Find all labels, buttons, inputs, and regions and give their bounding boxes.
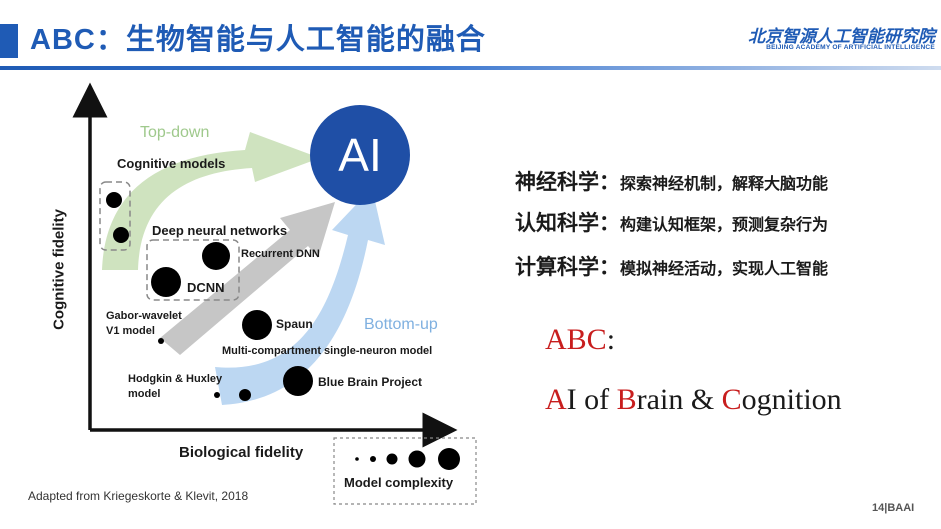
abc-rest-c: ognition bbox=[741, 383, 842, 416]
deep-neural-networks-label: Deep neural networks bbox=[152, 223, 288, 238]
abc-rest-b: rain & bbox=[636, 383, 722, 416]
multi-compartment-label: Multi-compartment single-neuron model bbox=[222, 345, 433, 357]
complexity-dot bbox=[408, 450, 426, 468]
fidelity-diagram: AI Top-down Bottom-up Cognitive models D… bbox=[0, 70, 520, 529]
hodgkin-dot bbox=[214, 392, 220, 398]
spaun-label: Spaun bbox=[276, 317, 313, 331]
abc-rest-a: I of bbox=[566, 383, 617, 416]
recurrent-dnn-dot bbox=[202, 242, 230, 270]
model-complexity-box bbox=[333, 437, 477, 505]
slide-title: ABC：生物智能与人工智能的融合 bbox=[30, 24, 486, 56]
science-row-neuro: 神经科学：探索神经机制，解释大脑功能 bbox=[515, 167, 828, 197]
blue-brain-dot bbox=[283, 366, 313, 396]
top-down-label: Top-down bbox=[140, 124, 210, 141]
top-down-arrow bbox=[102, 132, 320, 270]
science-name: 认知科学： bbox=[515, 210, 620, 235]
citation: Adapted from Kriegeskorte & Klevit, 2018 bbox=[28, 489, 249, 503]
abc-expansion: AI of Brain & Cognition bbox=[545, 383, 842, 417]
dnn-group bbox=[146, 239, 240, 301]
abc-letter-c: C bbox=[721, 383, 742, 416]
abc-letter-b: B bbox=[616, 383, 637, 416]
recurrent-dnn-label: Recurrent DNN bbox=[241, 248, 320, 260]
bottom-up-arrow bbox=[215, 188, 385, 405]
science-desc: 构建认知框架，预测复杂行为 bbox=[620, 215, 829, 234]
complexity-dot bbox=[386, 453, 398, 465]
gray-arrow bbox=[160, 202, 335, 355]
header-divider bbox=[0, 66, 941, 70]
page-number: 14|BAAI bbox=[872, 502, 915, 514]
cognitive-models-label: Cognitive models bbox=[117, 156, 226, 171]
hodgkin-label-line1: Hodgkin & Huxley bbox=[128, 373, 223, 385]
bottom-up-label: Bottom-up bbox=[364, 316, 438, 333]
science-desc: 模拟神经活动，实现人工智能 bbox=[620, 259, 829, 278]
title-accent-bar bbox=[0, 24, 18, 58]
multi-compartment-dot bbox=[239, 389, 251, 401]
science-name: 神经科学： bbox=[515, 169, 620, 194]
gabor-label-line1: Gabor-wavelet bbox=[106, 310, 182, 322]
complexity-dot bbox=[438, 448, 460, 470]
blue-brain-label: Blue Brain Project bbox=[318, 375, 423, 389]
x-axis-label: Biological fidelity bbox=[179, 444, 304, 461]
baai-logo: 北京智源人工智能研究院 BEIJING ACADEMY OF ARTIFICIA… bbox=[745, 22, 935, 62]
gabor-label-line2: V1 model bbox=[106, 325, 155, 337]
cognitive-model-dot bbox=[113, 227, 129, 243]
science-desc: 探索神经机制，解释大脑功能 bbox=[620, 174, 829, 193]
y-axis-label: Cognitive fidelity bbox=[50, 209, 68, 330]
cognitive-model-dot bbox=[106, 192, 122, 208]
ai-circle bbox=[310, 105, 410, 205]
logo-name-cn: 北京智源人工智能研究院 bbox=[748, 27, 935, 46]
abc-heading-colon: : bbox=[606, 323, 616, 356]
gabor-dot bbox=[158, 338, 164, 344]
dcnn-dot bbox=[151, 267, 181, 297]
complexity-dot bbox=[355, 457, 359, 461]
logo-name-en: BEIJING ACADEMY OF ARTIFICIAL INTELLIGEN… bbox=[766, 44, 935, 51]
science-name: 计算科学： bbox=[515, 254, 620, 279]
dcnn-label: DCNN bbox=[187, 280, 225, 295]
cognitive-models-group bbox=[99, 181, 131, 251]
abc-letter-a: A bbox=[545, 383, 567, 416]
abc-heading-text: ABC bbox=[545, 323, 607, 356]
hodgkin-label-line2: model bbox=[128, 388, 161, 400]
science-row-cognitive: 认知科学：构建认知框架，预测复杂行为 bbox=[515, 208, 828, 238]
spaun-dot bbox=[242, 310, 272, 340]
abc-heading: ABC: bbox=[545, 323, 615, 357]
diagram-graphics bbox=[72, 82, 477, 505]
science-row-computing: 计算科学：模拟神经活动，实现人工智能 bbox=[515, 252, 828, 282]
complexity-dot bbox=[370, 456, 376, 462]
ai-label: AI bbox=[338, 129, 382, 181]
model-complexity-label: Model complexity bbox=[344, 475, 454, 490]
